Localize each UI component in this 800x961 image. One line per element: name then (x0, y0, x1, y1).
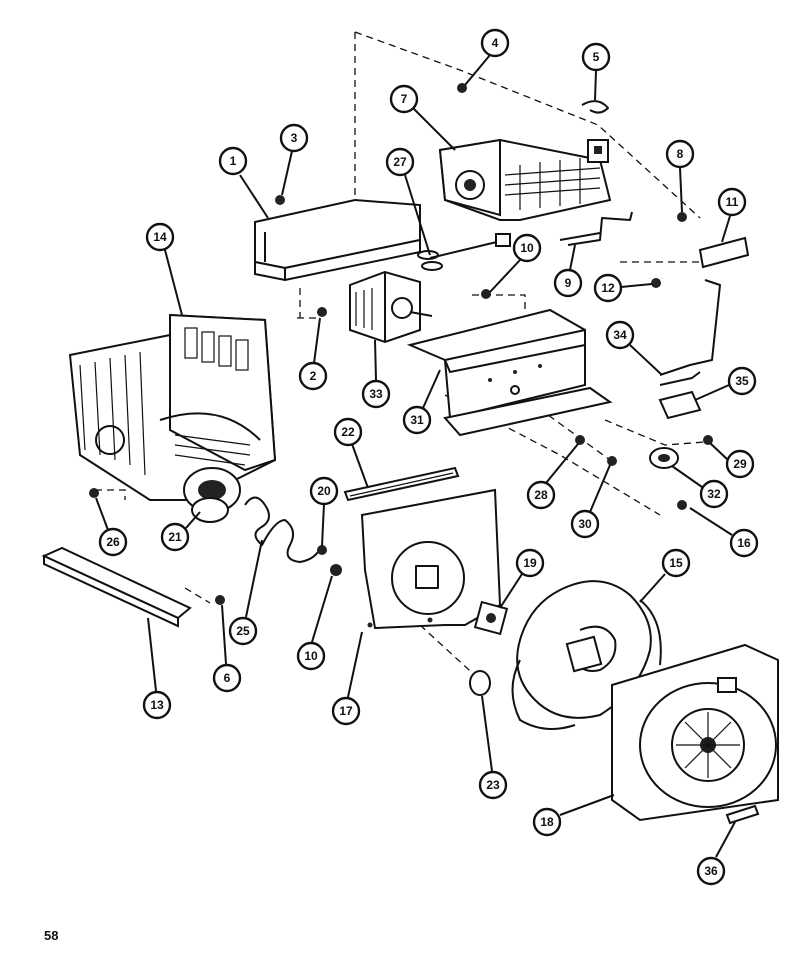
callout-35-label: 35 (735, 374, 749, 388)
auger-coupling (191, 497, 229, 523)
support-rod (659, 279, 721, 376)
fan-housing (611, 643, 779, 822)
callout-1-label: 1 (230, 154, 237, 168)
callout-10-upper: 10 (512, 233, 542, 263)
page-number: 58 (44, 928, 59, 943)
callout-9-label: 9 (565, 276, 572, 290)
fan-motor-grommet (473, 600, 509, 636)
auger-spring (244, 496, 319, 563)
callout-31: 31 (402, 405, 432, 435)
ice-maker-bracket (254, 198, 421, 282)
callout-29: 29 (725, 449, 755, 479)
callout-23-label: 23 (486, 778, 500, 792)
callout-3: 3 (279, 123, 309, 153)
callout-30-label: 30 (578, 517, 592, 531)
wire-harness (417, 233, 511, 271)
callout-10-lower-label: 10 (304, 649, 318, 663)
seal-strip-line (349, 472, 454, 497)
callout-2-label: 2 (310, 369, 317, 383)
motor-cover (406, 308, 613, 437)
callout-33: 33 (361, 379, 391, 409)
callout-6: 6 (212, 663, 242, 693)
callout-20-label: 20 (317, 484, 331, 498)
callout-10-lower: 10 (296, 641, 326, 671)
callout-14: 14 (145, 222, 175, 252)
callout-34-label: 34 (613, 328, 627, 342)
callouts: 1 3 4 5 7 8 (95, 28, 759, 886)
callout-15: 15 (661, 548, 691, 578)
callout-28: 28 (526, 480, 556, 510)
callout-32: 32 (699, 479, 729, 509)
callout-7: 7 (389, 84, 419, 114)
callout-29-label: 29 (733, 457, 747, 471)
callout-31-label: 31 (410, 413, 424, 427)
ice-bin-bracket (698, 236, 750, 269)
callout-21-label: 21 (168, 530, 182, 544)
ice-maker (438, 138, 612, 221)
callout-16: 16 (729, 528, 759, 558)
callout-8: 8 (665, 139, 695, 169)
callout-11-label: 11 (726, 195, 739, 209)
callout-3-label: 3 (291, 131, 298, 145)
callout-32-label: 32 (707, 487, 721, 501)
auger-motor (349, 270, 433, 344)
callout-27-label: 27 (393, 155, 407, 169)
callout-36-label: 36 (704, 864, 718, 878)
switch (658, 390, 702, 420)
callout-36: 36 (696, 856, 726, 886)
callout-22: 22 (333, 417, 363, 447)
callout-35: 35 (727, 366, 757, 396)
callout-18-label: 18 (540, 815, 554, 829)
callout-21: 21 (160, 522, 190, 552)
shutoff-arm (559, 211, 633, 246)
callout-12-label: 12 (601, 281, 615, 295)
fan-nut (469, 670, 491, 696)
callout-26-label: 26 (106, 535, 120, 549)
callout-27: 27 (385, 147, 415, 177)
wire-clip (581, 100, 609, 114)
callout-6-label: 6 (224, 671, 231, 685)
housing-grille (725, 804, 760, 825)
callout-26: 26 (98, 527, 128, 557)
fan-shroud (360, 488, 502, 630)
callout-23: 23 (478, 770, 508, 800)
assembly-lines (95, 31, 706, 681)
callout-10-upper-label: 10 (520, 241, 534, 255)
callout-8-label: 8 (677, 147, 684, 161)
support-rod-lower (659, 371, 701, 386)
callout-20: 20 (309, 476, 339, 506)
callout-34: 34 (605, 320, 635, 350)
callout-13: 13 (142, 690, 172, 720)
callout-17-label: 17 (339, 704, 353, 718)
callout-11: 11 (717, 187, 747, 217)
hardware-screws (89, 83, 713, 605)
callout-22-label: 22 (341, 425, 355, 439)
callout-1: 1 (218, 146, 248, 176)
ice-bin (68, 313, 277, 513)
callout-16-label: 16 (737, 536, 751, 550)
callout-30: 30 (570, 509, 600, 539)
callout-5-label: 5 (593, 50, 600, 64)
callout-9: 9 (553, 268, 583, 298)
callout-18: 18 (532, 807, 562, 837)
callout-4: 4 (480, 28, 510, 58)
callout-5: 5 (581, 42, 611, 72)
callout-17: 17 (331, 696, 361, 726)
callout-7-label: 7 (401, 92, 408, 106)
callout-19-label: 19 (523, 556, 537, 570)
callout-14-label: 14 (153, 230, 167, 244)
callout-2: 2 (298, 361, 328, 391)
callout-19: 19 (515, 548, 545, 578)
callout-12: 12 (593, 273, 623, 303)
callout-15-label: 15 (669, 556, 683, 570)
callout-33-label: 33 (369, 387, 383, 401)
callout-13-label: 13 (150, 698, 164, 712)
callout-25: 25 (228, 616, 258, 646)
shelf-rail (41, 546, 192, 628)
callout-4-label: 4 (492, 36, 499, 50)
callout-25-label: 25 (236, 624, 250, 638)
grommet (649, 447, 679, 469)
callout-28-label: 28 (534, 488, 548, 502)
